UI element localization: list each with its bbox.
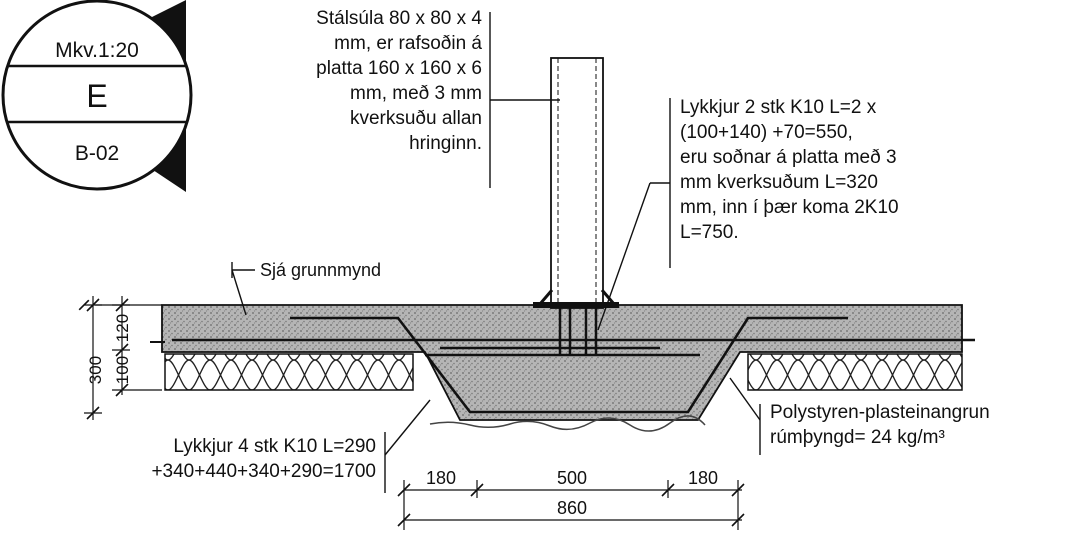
see-plan-label: Sjá grunnmynd xyxy=(260,260,381,280)
leader-lines xyxy=(231,12,761,493)
loops-note-line: Lykkjur 4 stk K10 L=290 xyxy=(173,436,376,457)
stirrups-note-line: Lykkjur 2 stk K10 L=2 x xyxy=(680,97,877,118)
ground-line xyxy=(429,415,706,432)
insulation-note-line: rúmþyngd= 24 kg/m³ xyxy=(770,427,945,448)
column-note-line: mm, er rafsoðin á xyxy=(334,33,482,54)
column-note-line: kverksuðu allan xyxy=(349,108,482,129)
dimension-lines xyxy=(78,296,745,530)
stirrups-note-line: mm, inn í þær koma 2K10 xyxy=(680,197,899,218)
stirrups-note-line: L=750. xyxy=(680,222,739,243)
dim-mid-width: 500 xyxy=(557,468,587,488)
loops-note: Lykkjur 4 stk K10 L=290 +340+440+340+290… xyxy=(0,434,376,484)
column-note-line: hringinn. xyxy=(409,133,482,154)
dim-total-height: 300 xyxy=(86,356,105,384)
insulation-note: Polystyren-plasteinangrun rúmþyngd= 24 k… xyxy=(770,400,990,450)
stirrups-note-line: eru soðnar á platta með 3 xyxy=(680,147,897,168)
stirrups-note-line: mm kverksuðum L=320 xyxy=(680,172,878,193)
loops-note-line: +340+440+340+290=1700 xyxy=(151,461,376,482)
detail-letter: E xyxy=(86,78,107,114)
insulation-note-line: Polystyren-plasteinangrun xyxy=(770,402,990,423)
sheet-label: B-02 xyxy=(75,142,119,165)
concrete-slab xyxy=(161,304,963,421)
dim-right-width: 180 xyxy=(688,468,718,488)
stirrups-note: Lykkjur 2 stk K10 L=2 x (100+140) +70=55… xyxy=(680,95,899,245)
column-note-line: Stálsúla 80 x 80 x 4 xyxy=(316,8,482,29)
title-block: Mkv.1:20 E B-02 xyxy=(1,0,193,192)
reinforcement xyxy=(150,316,975,414)
dim-lower-thickness: 100 xyxy=(113,356,132,384)
column-note-line: platta 160 x 160 x 6 xyxy=(316,58,482,79)
column-note-line: mm, með 3 mm xyxy=(350,83,482,104)
insulation-left xyxy=(164,353,414,391)
dim-total-width: 860 xyxy=(557,498,587,518)
column-note: Stálsúla 80 x 80 x 4 mm, er rafsoðin á p… xyxy=(230,6,482,156)
insulation-right xyxy=(747,353,963,391)
dim-slab-thickness: 120 xyxy=(113,314,132,342)
dim-left-width: 180 xyxy=(426,468,456,488)
title-circle xyxy=(1,0,193,191)
stirrups-note-line: (100+140) +70=550, xyxy=(680,122,853,143)
scale-label: Mkv.1:20 xyxy=(55,39,139,62)
